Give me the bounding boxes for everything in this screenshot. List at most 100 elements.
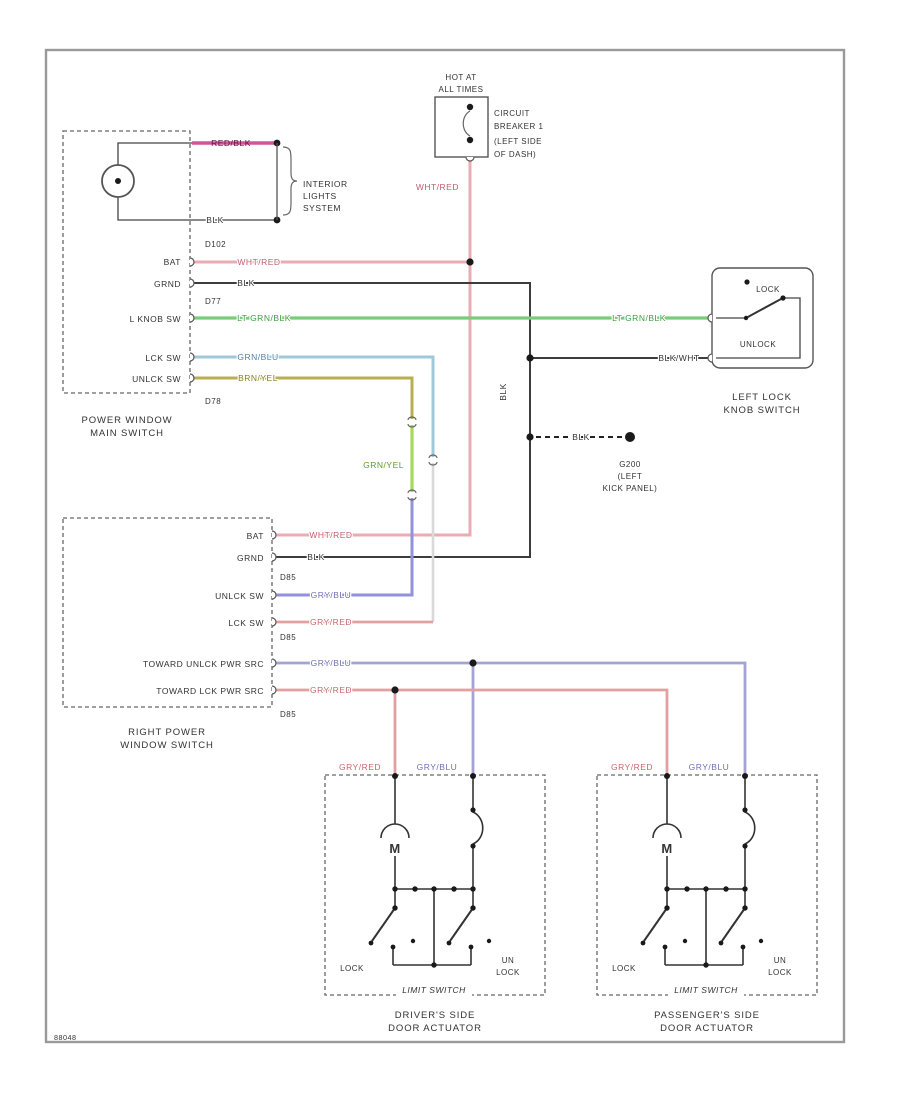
motor-icon: M [661,841,672,856]
gry-red-label: GRY/RED [310,617,352,627]
brace-icon [282,146,298,216]
connector-d77-label: D77 [205,297,221,306]
toward-lck-pin [271,685,277,695]
unlock-position-label-line1: UN [502,956,515,965]
contact-dot [780,295,786,301]
main-switch-name-line2: MAIN SWITCH [90,428,164,439]
gry-red-label: GRY/RED [310,685,352,695]
interior-label-line1: INTERIOR [303,179,348,189]
connector-label: D85 [280,633,296,642]
right-switch-box [62,517,273,708]
grnd-pin [189,278,195,288]
all-times-label: ALL TIMES [439,85,484,94]
lck-sw-pin [271,617,277,627]
gry-blu-label: GRY/BLU [311,590,352,600]
lck-sw-pin-label: LCK SW [228,618,264,628]
main-switch-box [62,130,191,394]
blk-splice-label: BLK [572,432,590,442]
blk-ground-wire [193,282,531,558]
gry-red-label: GRY/RED [339,762,381,772]
unlck-sw-pin-label: UNLCK SW [215,591,264,601]
breaker-terminal-dot [466,103,474,111]
right-switch-name-line1: RIGHT POWER [128,727,206,738]
knob-switch-name-line1: LEFT LOCK [732,392,792,403]
gry-red-label: GRY/RED [611,762,653,772]
breaker-name-line4: OF DASH) [494,150,536,159]
lck-sw-pin [189,352,195,362]
unlck-sw-pin-label: UNLCK SW [132,374,181,384]
breaker-pin [465,156,475,162]
footer-code: 88048 [54,1033,77,1042]
blk-riser-label: BLK [498,383,508,401]
knob-unlock-path [716,297,801,359]
illumination-lamp-icon [101,164,135,198]
limit-switch-label: LIMIT SWITCH [402,985,466,995]
unlock-position-label-line2: LOCK [496,968,520,977]
brn-yel-label: BRN/YEL [238,373,278,383]
connector-label: D85 [280,573,296,582]
blk-wht-label: BLK/WHT [658,353,699,363]
lck-sw-pin-label: LCK SW [145,353,181,363]
bat-pin-label: BAT [247,531,264,541]
connector-label: D85 [280,710,296,719]
junction-dot [391,686,399,694]
knob-sw-pin-label: L KNOB SW [130,314,181,324]
blk-label: BLK [307,552,325,562]
grnd-pin-label: GRND [154,279,181,289]
junction-dot [466,258,474,266]
drivers-side-door-actuator: GRY/RED GRY/BLU M LOCK UN LOCK LIMIT SWI… [324,761,546,1034]
contact-dot [743,315,749,321]
gry-blu-label: GRY/BLU [417,762,458,772]
circuit-breaker: HOT AT ALL TIMES CIRCUIT BREAKER 1 (LEFT… [415,73,543,193]
knob-lock-label: LOCK [756,285,780,294]
actuator-name-line2: DOOR ACTUATOR [388,1023,482,1034]
connector-d78-label: D78 [205,397,221,406]
unlck-sw-pin [271,590,277,600]
right-power-window-switch: BAT GRND UNLCK SW LCK SW TOWARD UNLCK PW… [62,517,477,751]
interior-label-line3: SYSTEM [303,203,341,213]
left-lock-knob-switch: LOCK UNLOCK LEFT LOCK KNOB SWITCH [707,267,814,416]
knob-switch-pin [707,353,713,363]
main-switch-wire-labels: WHT/RED BLK LT GRN/BLK LT GRN/BLK GRN/BL… [236,256,667,384]
ground-name-line1: G200 [619,460,641,469]
bat-pin [189,257,195,267]
ground-name-line3: KICK PANEL) [603,484,658,493]
unlock-position-label-line1: UN [774,956,787,965]
wht-red-bat-wire [193,260,472,537]
breaker-name-line2: BREAKER 1 [494,122,543,131]
lock-position-label: LOCK [612,964,636,973]
motor-icon: M [389,841,400,856]
limit-switch-label: LIMIT SWITCH [674,985,738,995]
connector-d102-label: D102 [205,240,226,249]
unlck-sw-pin [189,373,195,383]
knob-switch-pin [707,313,713,323]
breaker-name-line3: (LEFT SIDE [494,137,542,146]
knob-unlock-label: UNLOCK [740,340,777,349]
hot-at-label: HOT AT [445,73,476,82]
interior-label-line2: LIGHTS [303,191,337,201]
actuator-name-line1: DRIVER'S SIDE [395,1010,476,1021]
breaker-terminal-dot [466,136,474,144]
gry-blu-power-wire [275,661,747,776]
feed-wire-label: WHT/RED [416,182,459,192]
bat-pin-label: BAT [164,257,181,267]
lock-contact-dot [744,279,750,285]
interior-gnd-wire-label: BLK [206,215,224,225]
junction-dot [526,433,534,441]
breaker-name-line1: CIRCUIT [494,109,530,118]
gry-blu-label: GRY/BLU [689,762,730,772]
unlock-position-label-line2: LOCK [768,968,792,977]
grn-blu-lock-wire [193,355,435,457]
mid-run: BLK/WHT BLK BLK G200 (LEFT KICK PANEL) G… [362,258,700,501]
interior-feed-wire-label: RED/BLK [211,138,251,148]
actuator-name-line2: DOOR ACTUATOR [660,1023,754,1034]
interior-lights-system: INTERIOR LIGHTS SYSTEM RED/BLK BLK [205,138,348,226]
main-switch-name-line1: POWER WINDOW [81,415,172,426]
breaker-element [462,110,471,137]
lt-grn-blk-label-2: LT GRN/BLK [612,313,666,323]
wht-red-label: WHT/RED [237,257,280,267]
knob-switch-name-line2: KNOB SWITCH [724,405,801,416]
gry-red-power-wire [275,688,669,776]
blu-unlock-wire [275,498,414,597]
